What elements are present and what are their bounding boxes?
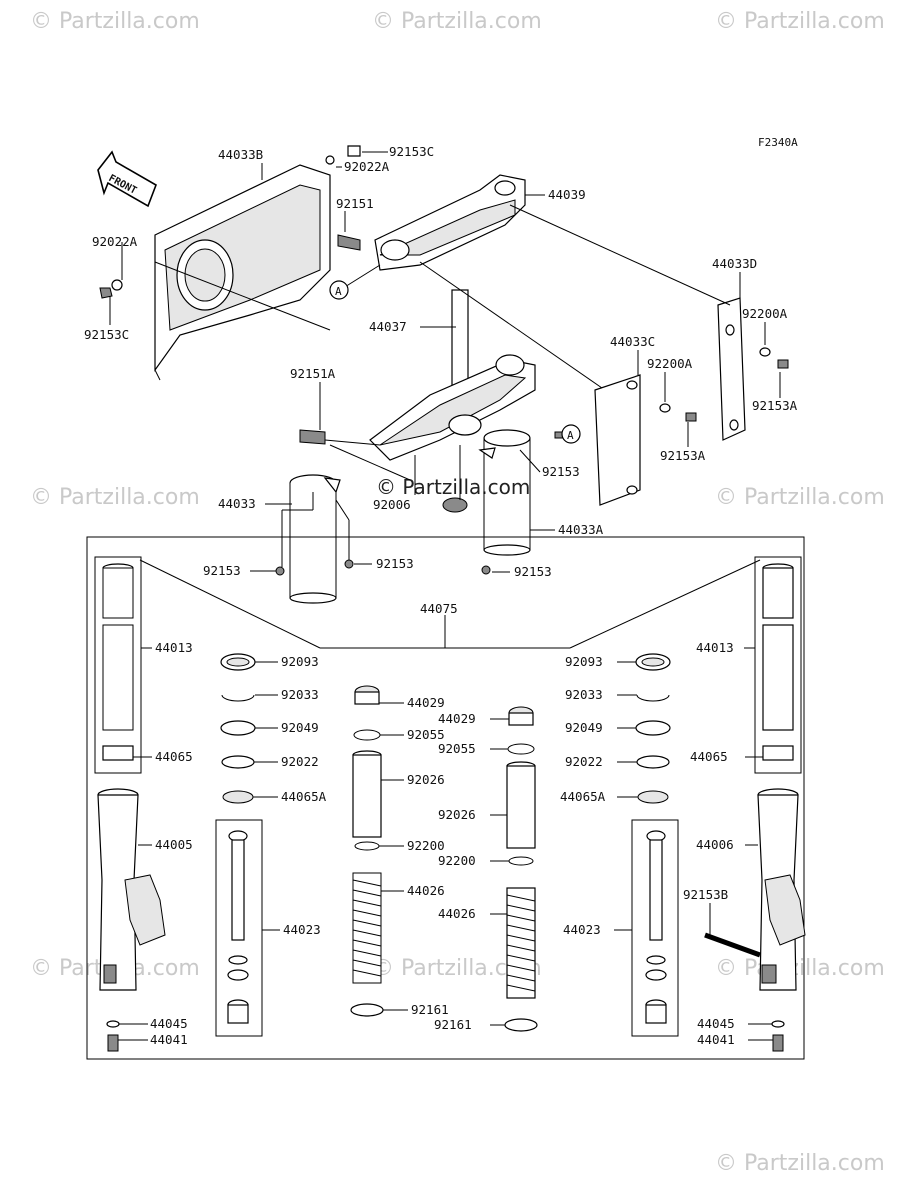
outer-tube-44005-drawing bbox=[97, 788, 166, 1052]
part-label: 44033 bbox=[218, 496, 256, 511]
part-label: 92153C bbox=[389, 144, 434, 159]
part-label: 92049 bbox=[565, 720, 603, 735]
cover-44033B-drawing bbox=[154, 164, 331, 381]
part-label: 92153 bbox=[542, 464, 580, 479]
stem-44037-drawing bbox=[299, 289, 536, 513]
part-label: 44041 bbox=[150, 1032, 188, 1047]
inner-tube-left-drawing bbox=[102, 563, 134, 761]
part-label: 44065A bbox=[281, 789, 327, 804]
part-label: 44041 bbox=[697, 1032, 735, 1047]
part-label: 92033 bbox=[281, 687, 319, 702]
part-label: 92200A bbox=[647, 356, 693, 371]
part-label: 44029 bbox=[438, 711, 476, 726]
part-label: 44065A bbox=[560, 789, 606, 804]
watermarks: © Partzilla.com © Partzilla.com © Partzi… bbox=[30, 9, 885, 1176]
part-label: 92200 bbox=[438, 853, 476, 868]
watermark: © Partzilla.com bbox=[715, 485, 885, 510]
part-label: 92153A bbox=[752, 398, 798, 413]
part-label: 44033C bbox=[610, 334, 655, 349]
part-label: 92026 bbox=[407, 772, 445, 787]
outer-tube-44006-drawing bbox=[704, 788, 806, 1052]
part-label: 44029 bbox=[407, 695, 445, 710]
upper-bracket-44039-drawing bbox=[337, 174, 526, 271]
part-label: 44026 bbox=[438, 906, 476, 921]
part-label: 92026 bbox=[438, 807, 476, 822]
part-label: 44033D bbox=[712, 256, 757, 271]
part-label: 92022 bbox=[281, 754, 319, 769]
part-label: 44045 bbox=[697, 1016, 735, 1031]
front-arrow-icon: FRONT bbox=[97, 150, 157, 208]
seal-stack-right-drawing bbox=[635, 653, 671, 804]
center-watermark: © Partzilla.com bbox=[376, 475, 530, 499]
part-label: 92093 bbox=[565, 654, 603, 669]
damper-rod-left-drawing bbox=[227, 830, 249, 1024]
part-label: 44075 bbox=[420, 601, 458, 616]
inner-tube-right-drawing bbox=[762, 563, 794, 761]
part-label: 92153B bbox=[683, 887, 728, 902]
part-label: 92200 bbox=[407, 838, 445, 853]
part-label: 92153 bbox=[514, 564, 552, 579]
fork-cover-44033-drawing bbox=[275, 474, 354, 604]
part-label: 92022 bbox=[565, 754, 603, 769]
part-label: 92151A bbox=[290, 366, 336, 381]
leader-44075 bbox=[139, 559, 761, 649]
part-label: 44013 bbox=[696, 640, 734, 655]
part-label: 92055 bbox=[407, 727, 445, 742]
damper-rod-right-drawing bbox=[645, 830, 667, 1024]
part-label: 92033 bbox=[565, 687, 603, 702]
part-label: 44006 bbox=[696, 837, 734, 852]
fork-assembly-box bbox=[86, 536, 805, 1060]
part-labels: 44033B 92153C 92022A 44039 92151 92022A … bbox=[84, 144, 798, 1047]
part-label: 92006 bbox=[373, 497, 411, 512]
part-label: 92153 bbox=[376, 556, 414, 571]
part-label: 92022A bbox=[92, 234, 138, 249]
part-label: 92153C bbox=[84, 327, 129, 342]
watermark: © Partzilla.com bbox=[715, 1151, 885, 1176]
part-label: 92022A bbox=[344, 159, 390, 174]
part-label: 44023 bbox=[563, 922, 601, 937]
spring-stack-left-drawing bbox=[350, 685, 384, 1017]
part-label: 92153 bbox=[203, 563, 241, 578]
part-label: 44013 bbox=[155, 640, 193, 655]
leader-lines-bottom bbox=[118, 647, 773, 1041]
part-label: 92049 bbox=[281, 720, 319, 735]
watermark: © Partzilla.com bbox=[30, 9, 200, 34]
part-label: 92151 bbox=[336, 196, 374, 211]
watermark: © Partzilla.com bbox=[715, 9, 885, 34]
plate-44033C-drawing bbox=[594, 374, 641, 506]
part-label: 92055 bbox=[438, 741, 476, 756]
watermark: © Partzilla.com bbox=[715, 956, 885, 981]
part-label: 92161 bbox=[411, 1002, 449, 1017]
watermark: © Partzilla.com bbox=[30, 485, 200, 510]
part-label: 44033A bbox=[558, 522, 604, 537]
part-label: 92153A bbox=[660, 448, 706, 463]
watermark: © Partzilla.com bbox=[372, 9, 542, 34]
part-label: 44045 bbox=[150, 1016, 188, 1031]
part-label: 92200A bbox=[742, 306, 788, 321]
diagram-code: F2340A bbox=[758, 136, 798, 149]
spring-stack-right-drawing bbox=[504, 706, 538, 1032]
part-label: 92093 bbox=[281, 654, 319, 669]
ref-marker-a-right: A bbox=[561, 424, 581, 444]
ref-marker-text: A bbox=[567, 429, 574, 442]
part-label: 44065 bbox=[155, 749, 193, 764]
part-label: 44023 bbox=[283, 922, 321, 937]
plate-44033D-drawing bbox=[659, 297, 789, 441]
part-label: 92161 bbox=[434, 1017, 472, 1032]
ref-marker-a-left: A bbox=[329, 280, 349, 300]
part-label: 44037 bbox=[369, 319, 407, 334]
seal-stack-left-drawing bbox=[220, 653, 256, 804]
part-label: 44039 bbox=[548, 187, 586, 202]
part-label: 44026 bbox=[407, 883, 445, 898]
fork-cover-44033A-drawing bbox=[478, 429, 571, 575]
ref-marker-text: A bbox=[335, 285, 342, 298]
part-label: 44065 bbox=[690, 749, 728, 764]
part-label: 44033B bbox=[218, 147, 263, 162]
part-label: 44005 bbox=[155, 837, 193, 852]
